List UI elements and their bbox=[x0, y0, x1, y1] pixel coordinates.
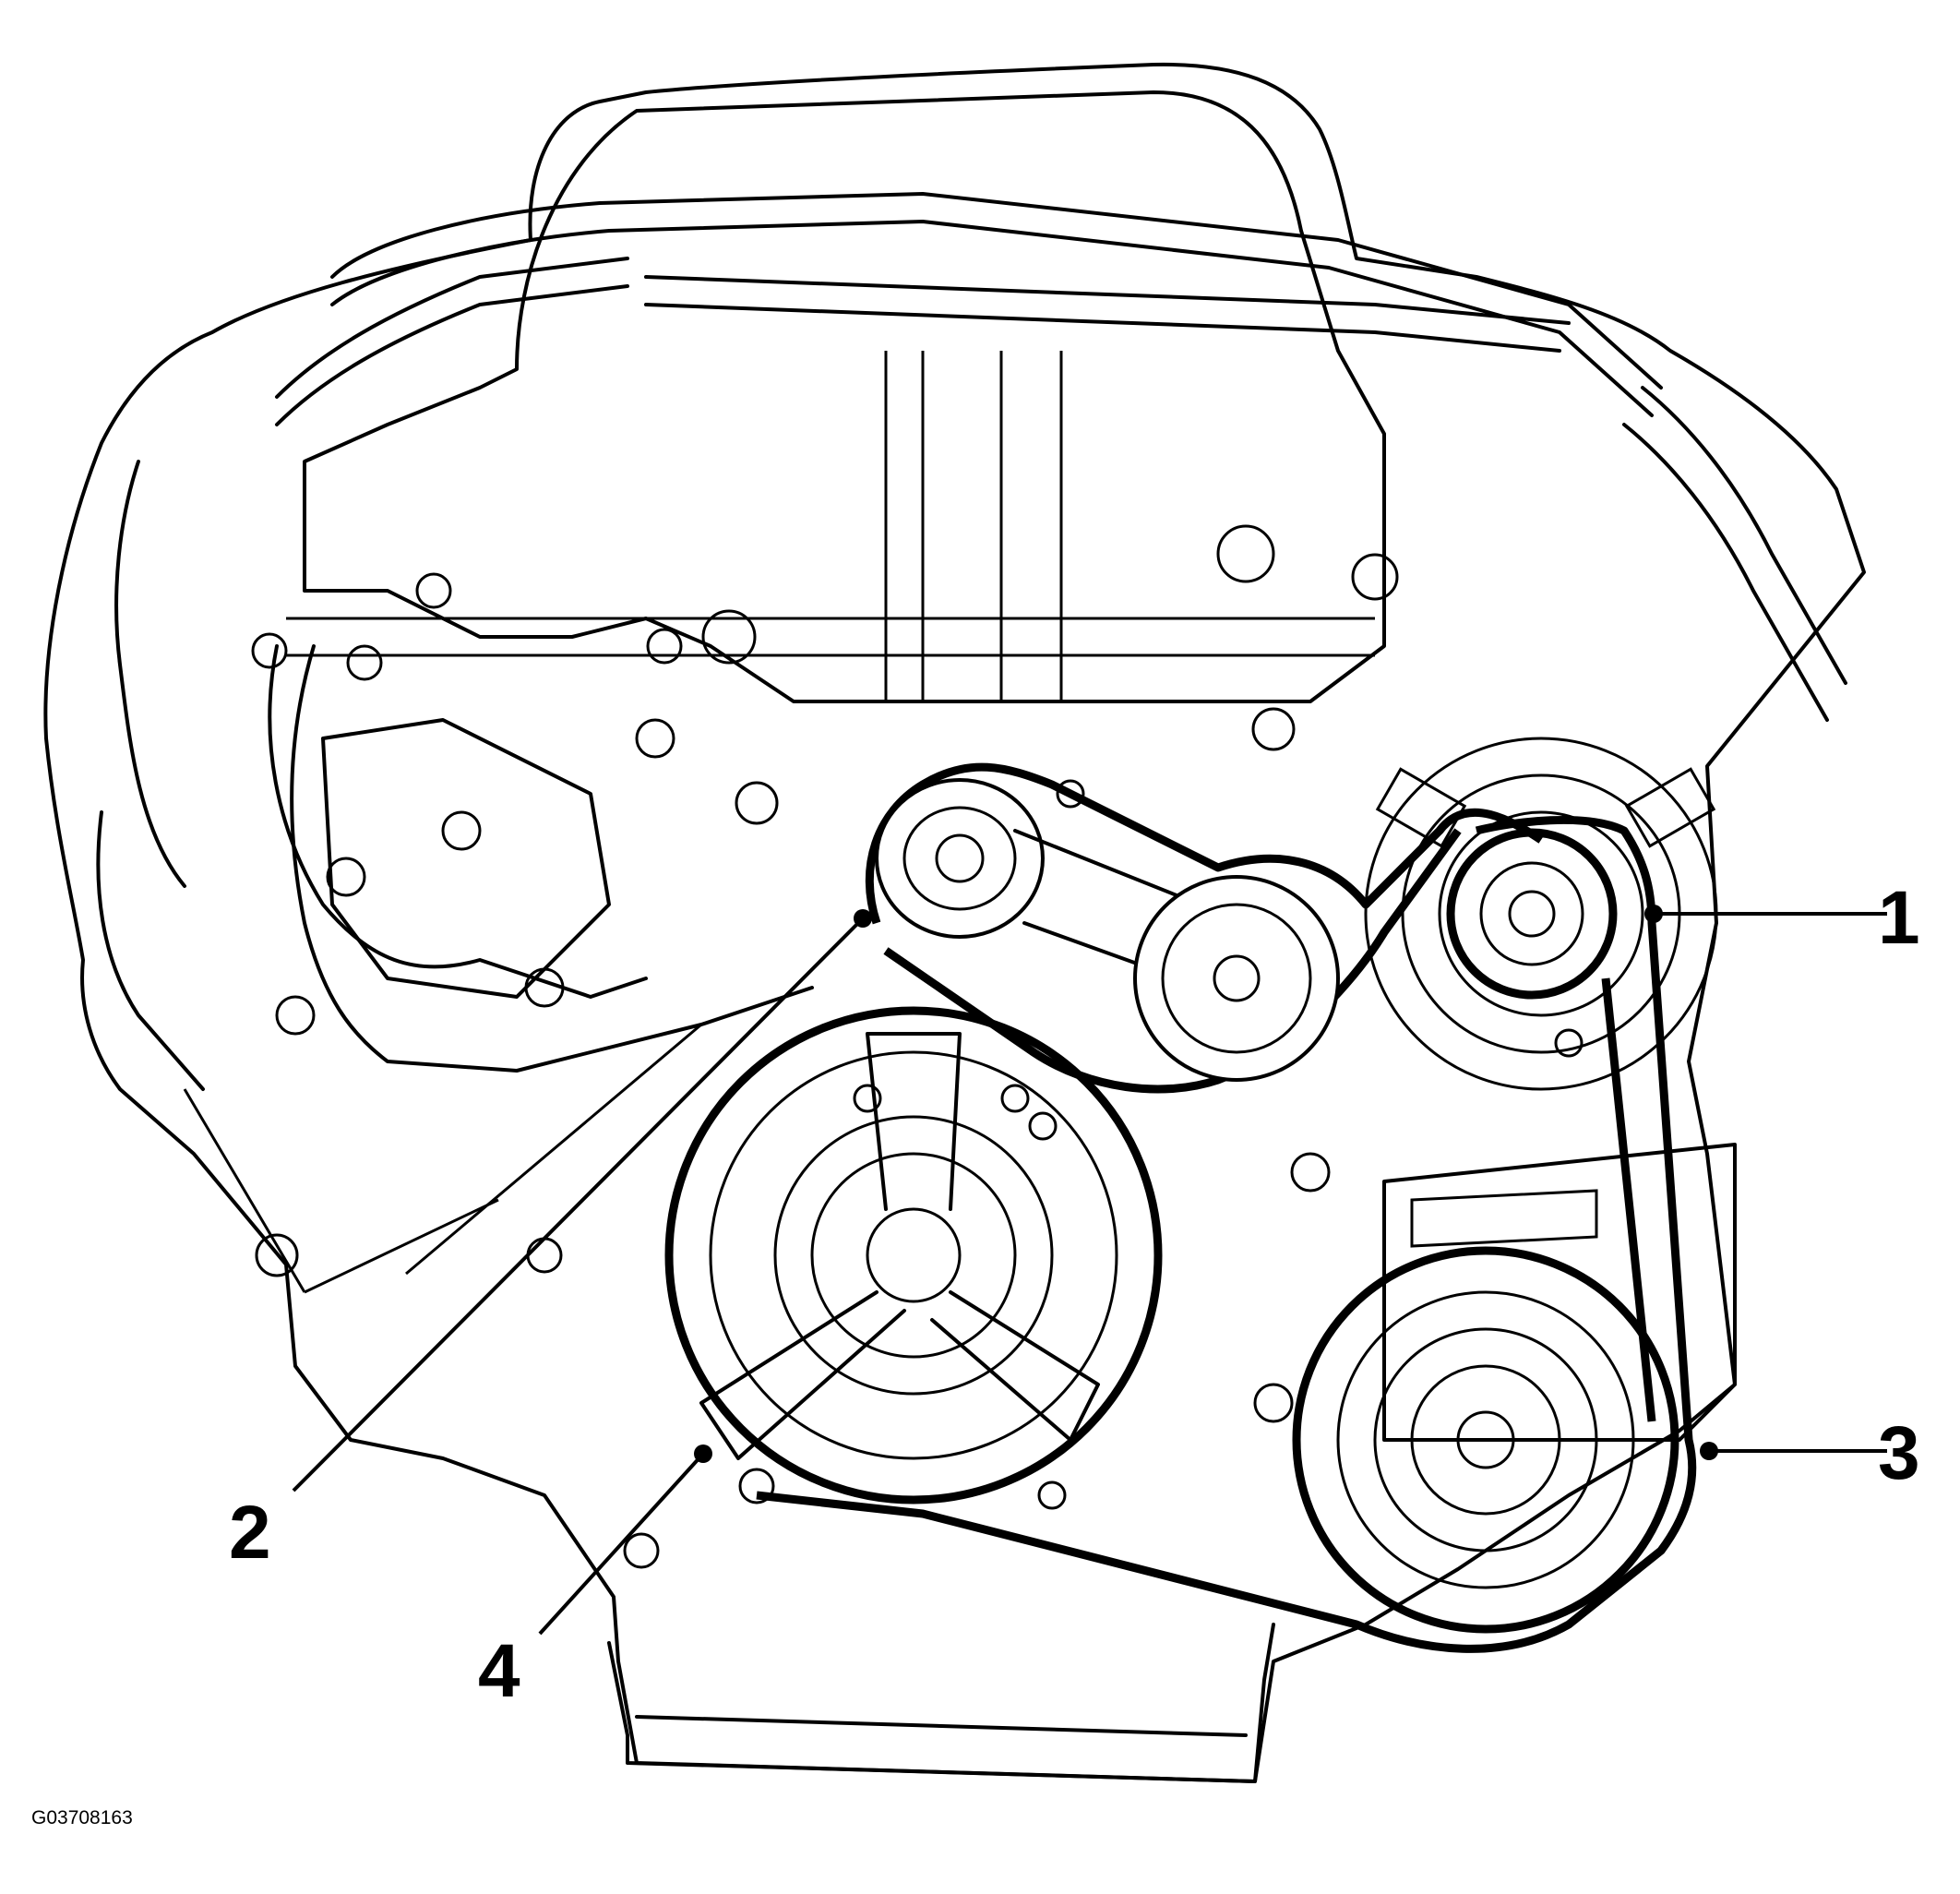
ac-compressor-pulley bbox=[1292, 1246, 1679, 1634]
crankshaft-pulley bbox=[664, 1006, 1163, 1504]
callout-labels: 1 2 3 4 bbox=[229, 876, 1920, 1713]
tensioner-pulley bbox=[1133, 875, 1340, 1082]
callout-3-label: 3 bbox=[1878, 1411, 1920, 1495]
callout-2-label: 2 bbox=[229, 1491, 271, 1575]
upper-idler-pulley bbox=[875, 778, 1045, 939]
figure-id: G03708163 bbox=[31, 1807, 133, 1828]
pulleys bbox=[664, 778, 1679, 1634]
bolts bbox=[251, 524, 1584, 1569]
callout-leaders bbox=[292, 905, 1887, 1636]
callout-1-label: 1 bbox=[1878, 876, 1920, 960]
callout-4-label: 4 bbox=[478, 1629, 520, 1713]
engine-block-outline bbox=[43, 62, 1866, 1783]
